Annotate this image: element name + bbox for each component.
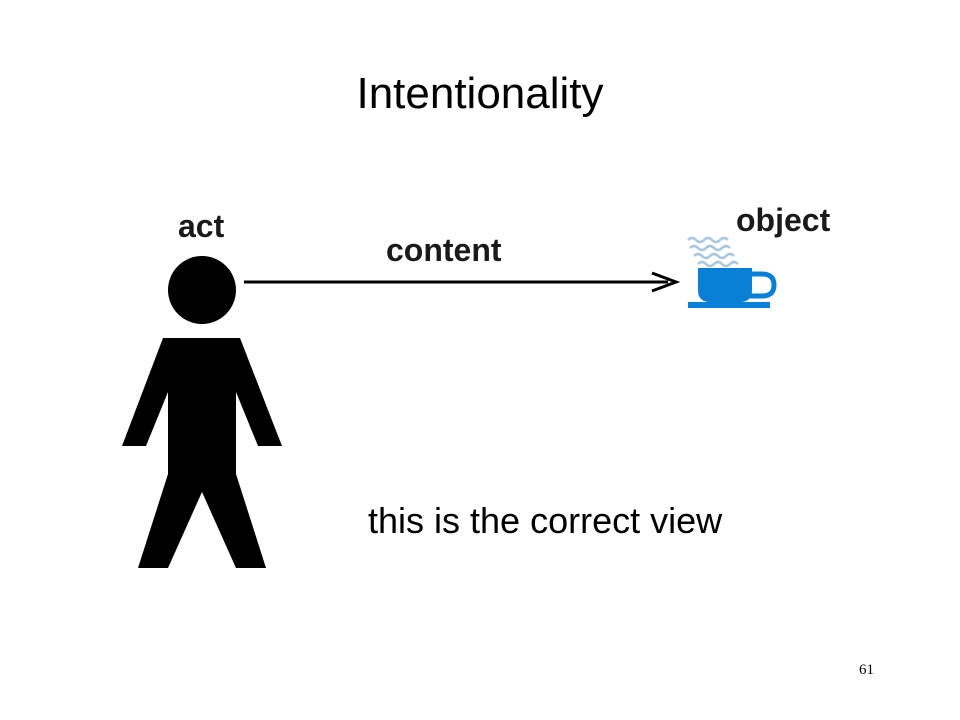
steam-line [687, 236, 729, 244]
page-number: 61 [859, 662, 874, 678]
person-icon [122, 256, 282, 568]
slide-title: Intentionality [356, 69, 604, 118]
steam-icon [687, 236, 739, 268]
steam-line [693, 252, 735, 260]
object-label: object [736, 202, 831, 238]
person-body [122, 338, 282, 568]
coffee-cup-icon [688, 268, 777, 308]
caption: this is the correct view [368, 500, 723, 541]
steam-line [697, 260, 739, 268]
cup-saucer [688, 302, 770, 308]
arrow-right-icon [244, 271, 681, 293]
content-label: content [386, 232, 502, 268]
cup-body [698, 268, 752, 302]
arrow-head [651, 271, 681, 293]
cup-handle [750, 271, 777, 299]
person-head [168, 256, 236, 324]
act-label: act [178, 208, 225, 244]
steam-line [689, 244, 731, 252]
